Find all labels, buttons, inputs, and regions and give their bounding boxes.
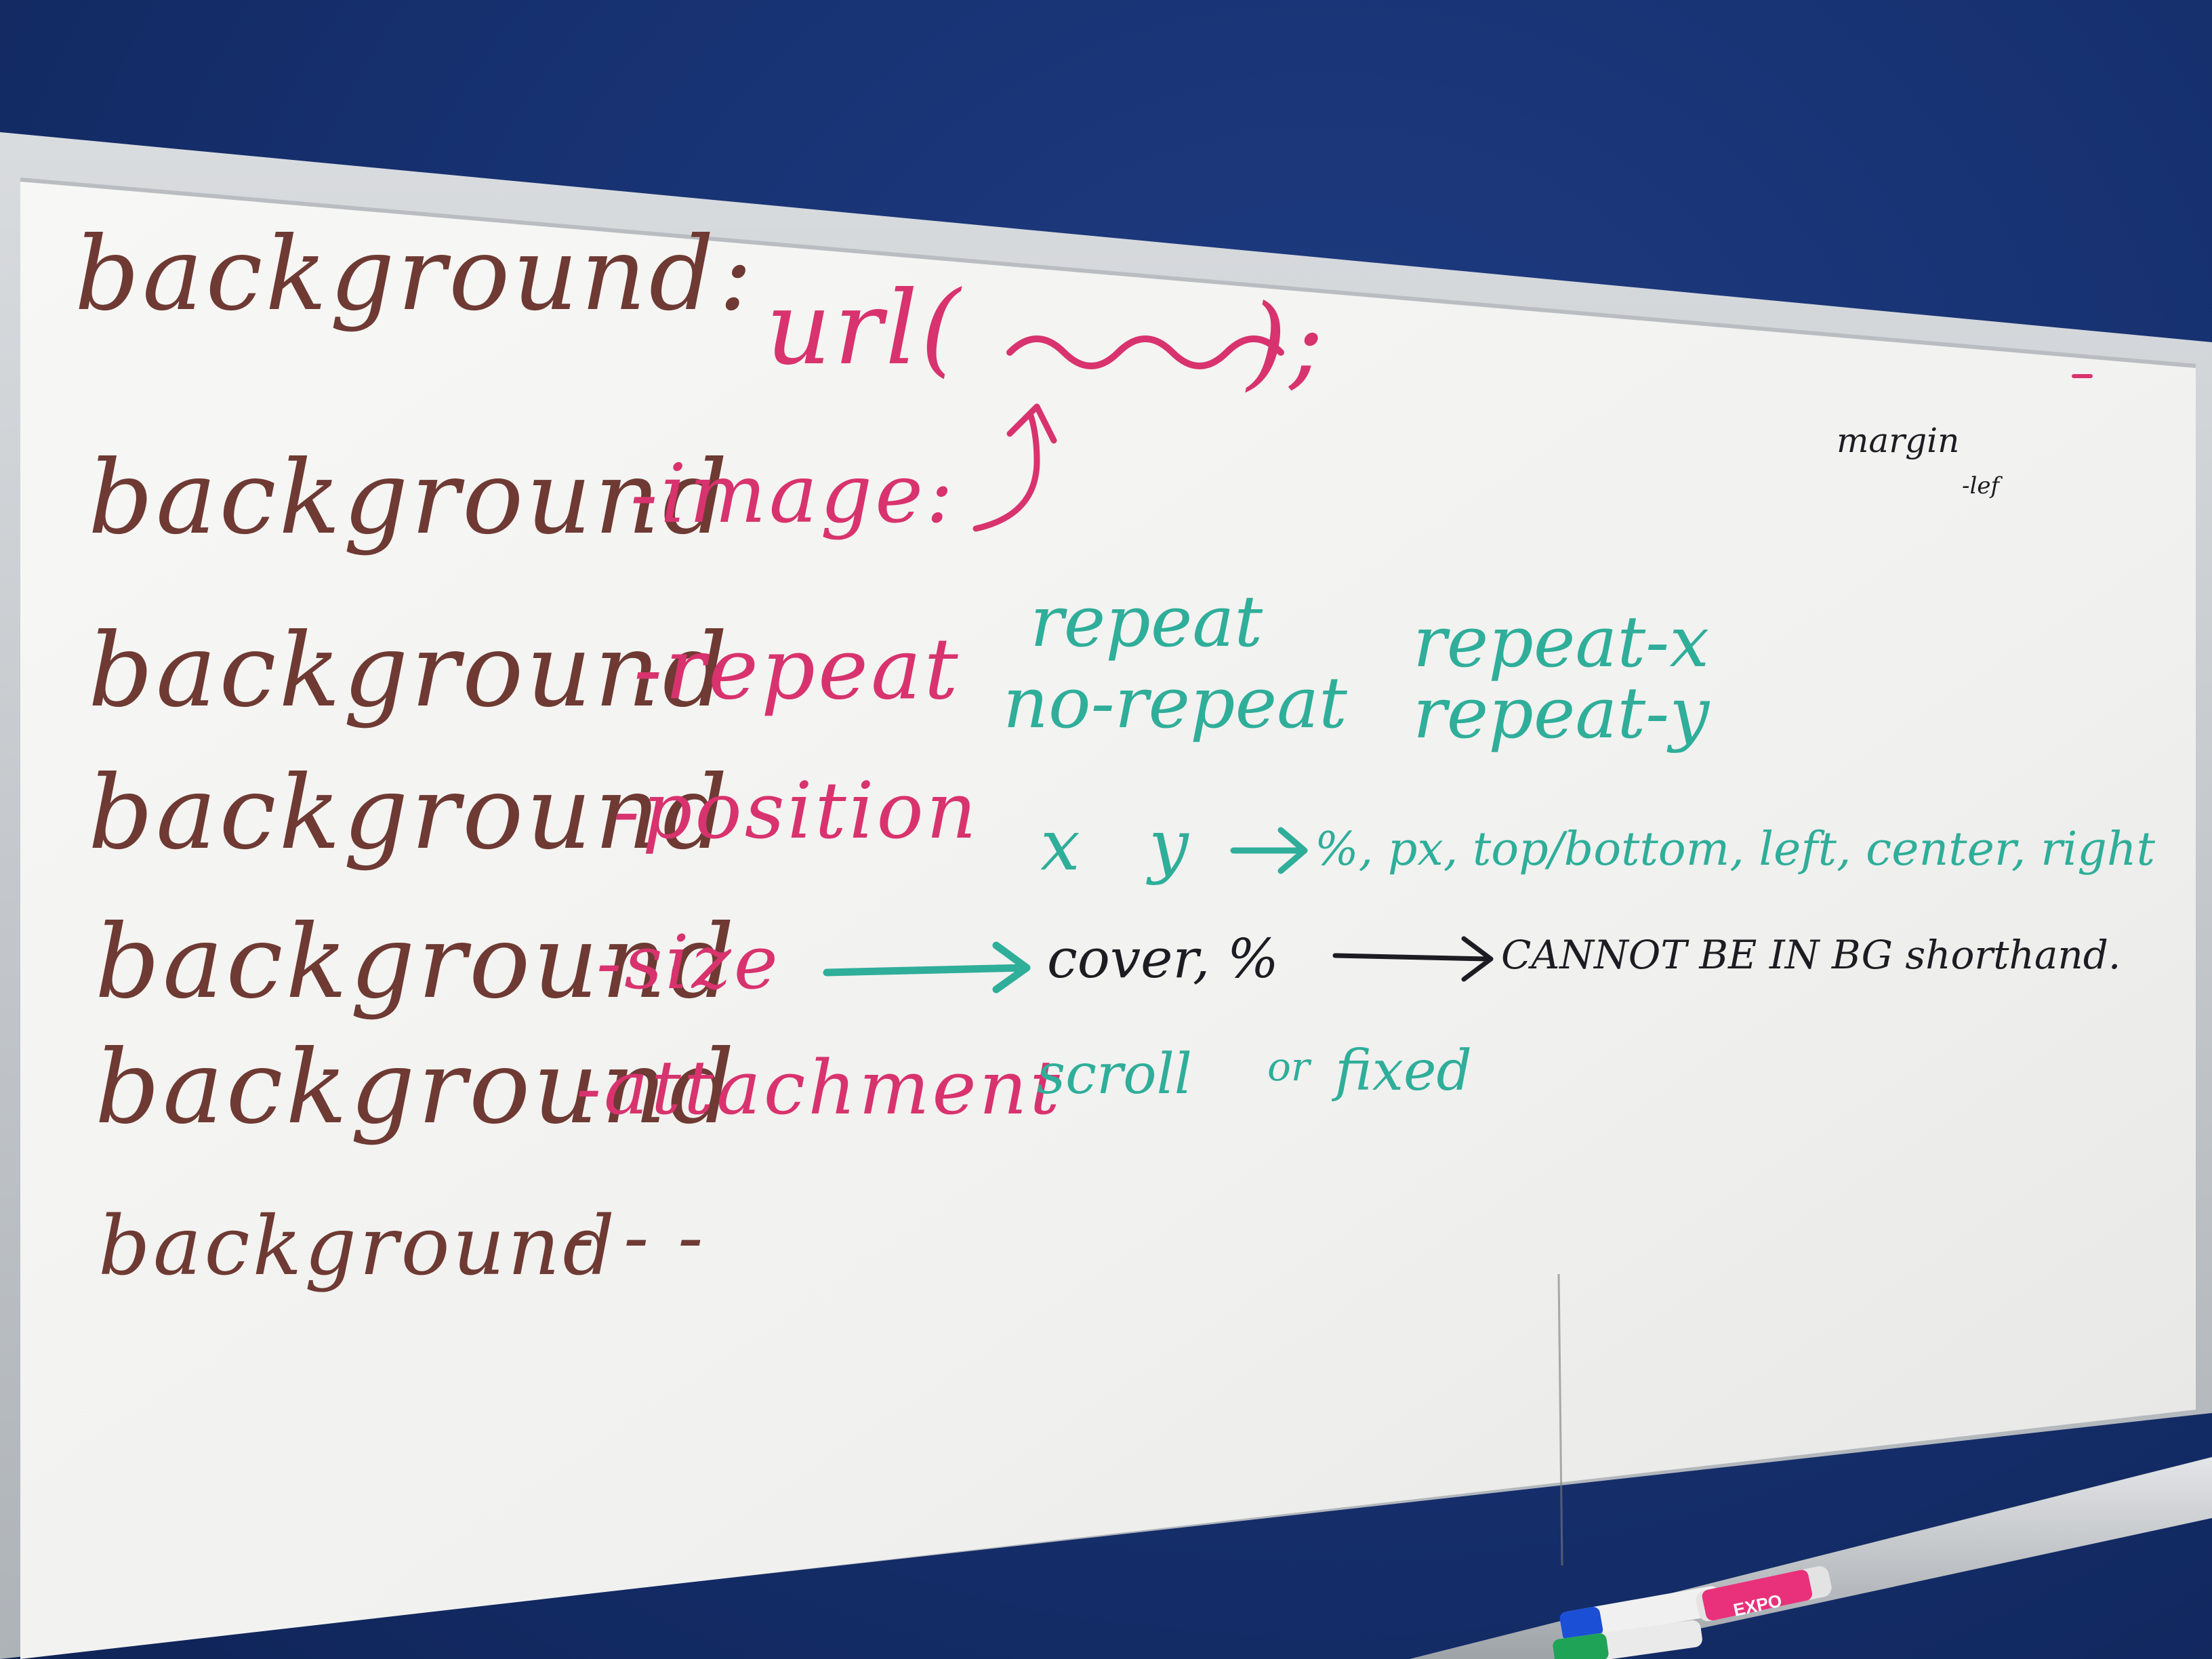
- image-to-url-arrowhead: [1006, 403, 1057, 444]
- row5-suffix: -size: [596, 919, 781, 1006]
- row6-option-fixed: fixed: [1335, 1039, 1472, 1103]
- row3-option-repeat-y: repeat-y: [1413, 672, 1710, 754]
- image-to-url-arrow: [972, 410, 1040, 532]
- row4-y: y: [1149, 804, 1189, 886]
- row4-property: background: [88, 754, 731, 872]
- row3-option-repeat-x: repeat-x: [1413, 600, 1709, 683]
- board-top-edge: [20, 178, 2196, 368]
- size-arrow-teal: [823, 941, 1031, 994]
- row3-option-repeat: repeat: [1030, 580, 1263, 663]
- row4-x: x: [1040, 804, 1080, 886]
- row4-units: %, px, top/bottom, left, center, right: [1315, 823, 2156, 876]
- row3-suffix: -repeat: [634, 620, 961, 718]
- row5-note: CANNOT BE IN BG shorthand.: [1501, 932, 2121, 978]
- row3-option-no-repeat: no-repeat: [1003, 661, 1347, 744]
- row6-suffix: -attachment: [576, 1044, 1063, 1131]
- row1-colon: :: [718, 216, 756, 333]
- marker-blue: [1559, 1586, 1723, 1641]
- board-smear: [1557, 1273, 1563, 1566]
- row2-property: background: [88, 439, 731, 557]
- row1-property: background: [75, 216, 717, 333]
- position-arrow: [1230, 827, 1308, 874]
- marker-green: [1553, 1620, 1702, 1659]
- board-surface: [20, 180, 2196, 1659]
- row7-property: background: [98, 1200, 618, 1294]
- row3-property: background: [88, 612, 731, 730]
- row6-property: background: [95, 1029, 737, 1147]
- row2-suffix: -image:: [630, 447, 956, 541]
- corner-margin: margin: [1837, 421, 1960, 460]
- row6-or: or: [1267, 1044, 1310, 1090]
- row5-values: cover, %: [1047, 927, 1279, 990]
- row6-option-scroll: scroll: [1037, 1042, 1193, 1107]
- row7-dashes: - - -: [569, 1193, 706, 1280]
- row4-suffix: -position: [613, 766, 979, 857]
- url-squiggle: [1006, 335, 1284, 369]
- size-arrow-black: [1332, 936, 1494, 982]
- marker-pink: [1696, 1566, 1832, 1622]
- row1-url-open: url(: [766, 270, 963, 388]
- row1-url-close: );: [1247, 283, 1327, 401]
- corner-margin-sub: -lef: [1962, 472, 2000, 499]
- row5-property: background: [95, 903, 737, 1021]
